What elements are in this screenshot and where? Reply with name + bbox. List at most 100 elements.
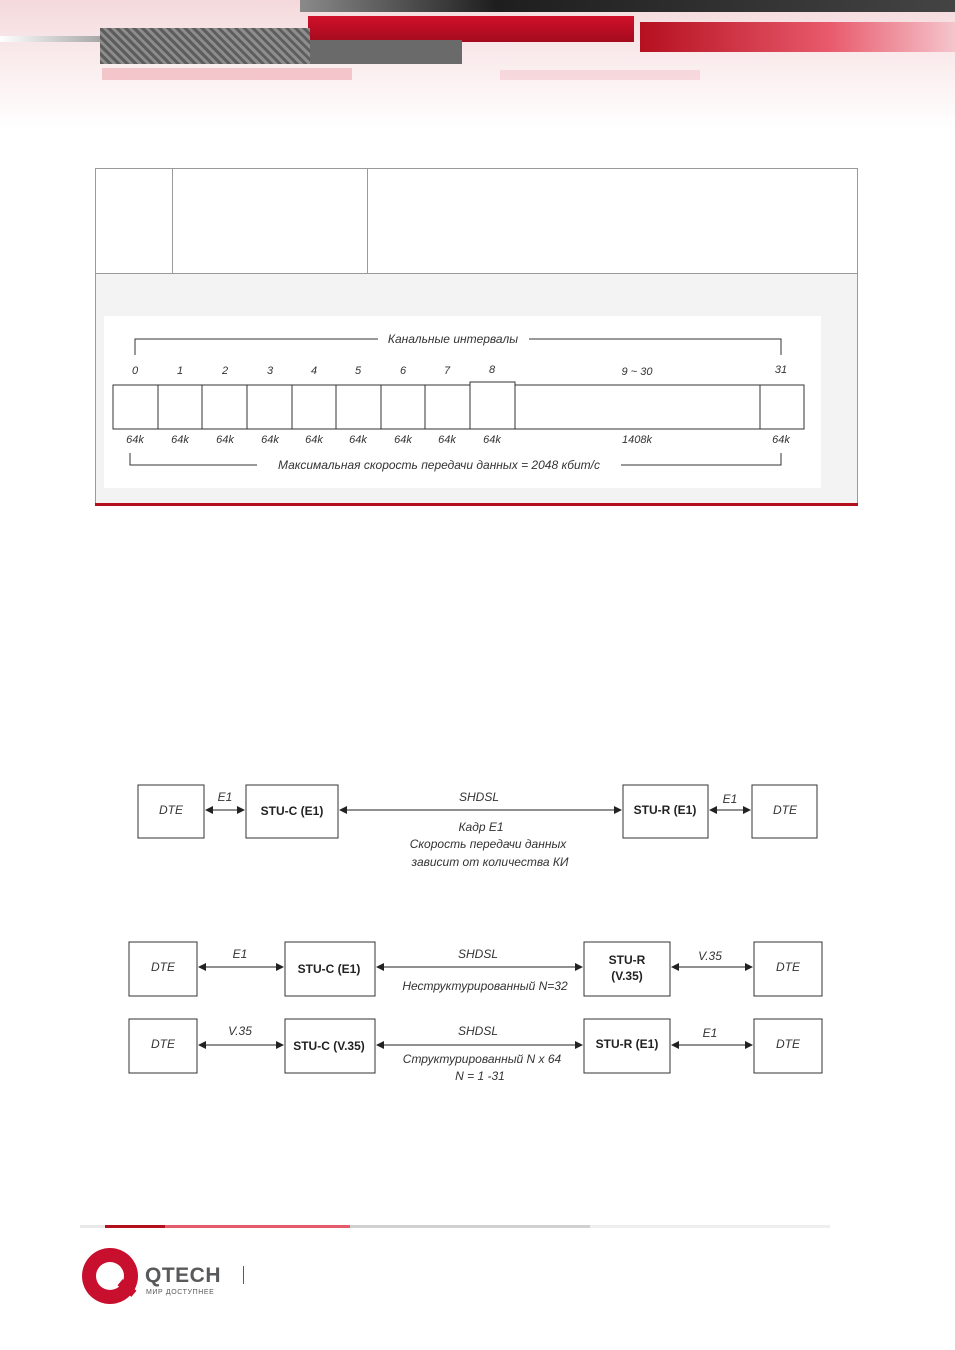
slot-rate: 64k <box>349 434 367 446</box>
dte-box <box>128 1018 198 1074</box>
stu-r-box <box>583 941 671 997</box>
slot-rate: 64k <box>305 434 323 446</box>
diagram-note: N = 1 -31 <box>455 1069 505 1083</box>
v35-link-label: V.35 <box>228 1024 252 1038</box>
table-header-row <box>96 169 857 274</box>
slot-boxes <box>112 381 805 430</box>
top-bracket-left <box>134 338 378 355</box>
slot-rate: 64k <box>261 434 279 446</box>
dte-box <box>128 941 198 997</box>
e1-link-label: E1 <box>703 1026 718 1040</box>
diagram-note: Структурированный N x 64 <box>403 1052 562 1066</box>
dte-label: DTE <box>776 1037 801 1051</box>
diagram-note: Неструктурированный N=32 <box>402 979 568 993</box>
stu-r-label: STU-R <box>609 953 646 967</box>
e1-frame-diagram: Канальные интервалы 0 1 2 3 4 5 6 7 8 9 … <box>112 332 805 472</box>
slot-rate: 64k <box>216 434 234 446</box>
slot-number: 7 <box>444 365 451 377</box>
slot-box <box>201 384 248 430</box>
header-pink-shadow <box>102 68 352 80</box>
slot-number: 3 <box>267 365 274 377</box>
diagram-note: зависит от количества КИ <box>411 855 569 869</box>
slot-box-wide <box>514 384 761 430</box>
slot-number: 8 <box>489 364 496 376</box>
header-gray-line <box>0 36 100 42</box>
top-bracket-right <box>529 338 782 355</box>
dte-label: DTE <box>151 1037 176 1051</box>
stu-r-label: STU-R (E1) <box>596 1037 659 1051</box>
dte-box <box>753 1018 823 1074</box>
stu-r-box <box>583 1018 671 1074</box>
table-bottom-accent-line <box>95 503 858 506</box>
slot-box <box>380 384 426 430</box>
shdsl-label: SHDSL <box>458 947 498 961</box>
dte-box <box>751 784 818 839</box>
stu-c-label: STU-C (V.35) <box>293 1039 365 1053</box>
e1-link-label: E1 <box>723 792 738 806</box>
slot-box <box>246 384 293 430</box>
slot-number: 5 <box>355 365 362 377</box>
dte-box <box>753 941 823 997</box>
slot-rate: 64k <box>438 434 456 446</box>
stu-c-label: STU-C (E1) <box>298 962 361 976</box>
slot-box <box>291 384 337 430</box>
diagram-e1-v35: DTE E1 STU-C (E1) SHDSL STU-R (V.35) V.3… <box>128 941 823 997</box>
stu-c-label: STU-C (E1) <box>261 804 324 818</box>
slot-number: 0 <box>132 365 139 377</box>
diagram-note: Кадр E1 <box>458 820 503 834</box>
brand-tagline: МИР ДОСТУПНЕЕ <box>146 1289 215 1296</box>
header-red-block <box>308 16 634 42</box>
shdsl-label: SHDSL <box>458 1024 498 1038</box>
stu-c-box <box>284 941 376 997</box>
table-column-divider <box>367 169 368 273</box>
slot-box <box>424 384 471 430</box>
stu-r-label: STU-R (E1) <box>634 803 697 817</box>
e1-link-label: E1 <box>218 790 233 804</box>
slot-rate: 64k <box>171 434 189 446</box>
slot-rate: 64k <box>126 434 144 446</box>
dte-label: DTE <box>773 803 798 817</box>
footer-separator <box>243 1266 244 1284</box>
slot-box <box>759 384 805 430</box>
slot-number: 6 <box>400 365 407 377</box>
slot-number: 9 ~ 30 <box>622 366 654 378</box>
slot-rate: 64k <box>772 434 790 446</box>
diagram-e1-e1: DTE E1 STU-C (E1) SHDSL STU-R (E1) E1 DT… <box>137 784 818 869</box>
channel-intervals-label: Канальные интервалы <box>388 332 518 346</box>
stu-c-box <box>245 784 339 839</box>
stu-r-label: (V.35) <box>611 969 643 983</box>
diagram-v35-e1: DTE V.35 STU-C (V.35) SHDSL STU-R (E1) E… <box>128 1018 823 1083</box>
dte-label: DTE <box>159 803 184 817</box>
dte-box <box>137 784 205 839</box>
brand-name: QTECH <box>145 1264 221 1287</box>
e1-link-label: E1 <box>233 947 248 961</box>
dte-label: DTE <box>776 960 801 974</box>
bottom-bracket-right <box>621 453 782 466</box>
stu-r-box <box>622 784 709 839</box>
header-dark-stripe <box>300 0 955 12</box>
header-red-gradient-block <box>640 22 955 52</box>
shdsl-label: SHDSL <box>459 790 499 804</box>
table-column-divider <box>172 169 173 273</box>
slot-number: 1 <box>177 365 183 377</box>
slot-box <box>469 381 516 430</box>
slot-box <box>157 384 203 430</box>
slot-number: 4 <box>311 365 317 377</box>
slot-box <box>335 384 382 430</box>
slot-number: 2 <box>221 365 228 377</box>
slot-numbers: 0 1 2 3 4 5 6 7 8 9 ~ 30 31 <box>132 364 787 378</box>
header-gray-hatched-block <box>100 28 310 64</box>
footer-divider-line <box>80 1225 830 1228</box>
header-gray-block <box>310 40 462 64</box>
slot-rate: 1408k <box>622 434 652 446</box>
slot-rate: 64k <box>394 434 412 446</box>
slot-rate: 64k <box>483 434 501 446</box>
bottom-bracket-left <box>129 453 257 466</box>
v35-link-label: V.35 <box>698 949 722 963</box>
slot-rates: 64k 64k 64k 64k 64k 64k 64k 64k 64k 1408… <box>126 434 790 446</box>
max-rate-label: Максимальная скорость передачи данных = … <box>278 458 600 472</box>
header-pink-shadow-2 <box>500 70 700 80</box>
slot-box <box>112 384 159 430</box>
stu-c-box <box>284 1018 376 1074</box>
